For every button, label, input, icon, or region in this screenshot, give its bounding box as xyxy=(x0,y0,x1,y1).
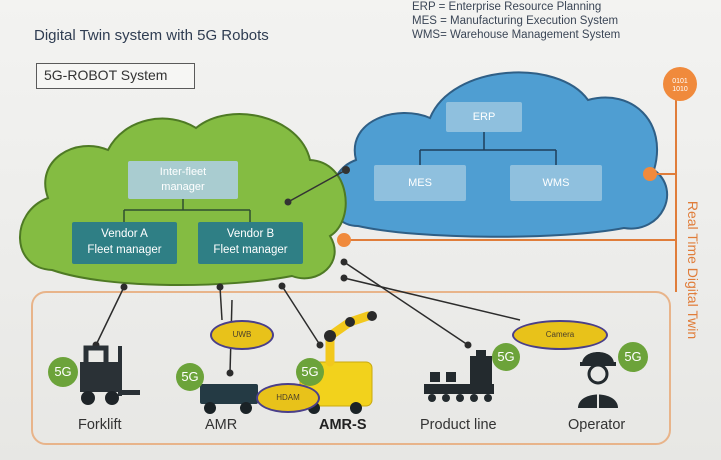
acronym-legend: ERP = Enterprise Resource Planning MES =… xyxy=(412,0,620,42)
5g-badge-product-line: 5G xyxy=(492,343,520,371)
diagram-title: Digital Twin system with 5G Robots xyxy=(34,27,269,44)
dt-dot-enterprise xyxy=(643,167,657,181)
camera-badge: Camera xyxy=(512,320,608,350)
dt-node-badge xyxy=(663,67,697,101)
5g-badge-amr-s: 5G xyxy=(296,358,324,386)
forklift-icon xyxy=(80,345,140,405)
legend-wms: WMS= Warehouse Management System xyxy=(412,29,621,41)
uwb-badge: UWB xyxy=(210,320,274,350)
inter-fleet-line2: manager xyxy=(161,181,205,193)
wms-box: WMS xyxy=(510,165,602,201)
enterprise-cloud xyxy=(329,71,669,238)
cloud-link xyxy=(287,169,347,203)
inter-fleet-line1: Inter-fleet xyxy=(159,166,207,178)
erp-box: ERP xyxy=(446,102,522,132)
system-label: 5G-ROBOT System xyxy=(44,67,168,83)
erp-label: ERP xyxy=(472,111,496,123)
operator-label: Operator xyxy=(568,417,626,433)
forklift-label: Forklift xyxy=(78,417,122,433)
system-label-box xyxy=(36,63,195,89)
devices-frame xyxy=(31,291,671,445)
5g-badge-operator: 5G xyxy=(618,342,648,372)
inter-fleet-manager: Inter-fleet manager xyxy=(128,161,238,199)
product-line-icon xyxy=(424,350,494,402)
vendor-b-fleet-manager: Vendor B Fleet manager xyxy=(198,222,303,264)
amr-icon xyxy=(200,384,258,414)
vendor-a-line1: Vendor A xyxy=(101,228,148,240)
cloud-link-dot xyxy=(284,198,292,206)
dt-node-badge-label: 0101 1010 xyxy=(672,78,688,93)
operator-icon xyxy=(578,352,618,408)
legend-erp: ERP = Enterprise Resource Planning xyxy=(412,1,602,13)
mes-label: MES xyxy=(408,177,432,189)
hdam-badge: HDAM xyxy=(256,383,320,413)
vendor-a-fleet-manager: Vendor A Fleet manager xyxy=(72,222,177,264)
amr-s-label: AMR-S xyxy=(319,417,367,433)
wms-label: WMS xyxy=(542,177,570,189)
vendor-a-line2: Fleet manager xyxy=(87,244,162,256)
dt-dot-fleet xyxy=(337,233,351,247)
amr-label: AMR xyxy=(205,417,238,433)
enterprise-tree-lines xyxy=(419,132,557,165)
legend-mes: MES = Manufacturing Execution System xyxy=(412,15,619,27)
vendor-b-line1: Vendor B xyxy=(226,228,275,240)
fleet-tree-lines xyxy=(123,199,251,222)
5g-badge-amr: 5G xyxy=(176,363,204,391)
real-time-digital-twin-label: Real Time Digital Twin xyxy=(685,200,701,340)
device-links xyxy=(95,261,521,374)
5g-badge-forklift: 5G xyxy=(48,357,78,387)
device-link-dots xyxy=(92,258,472,377)
mes-box: MES xyxy=(374,165,466,201)
cloud-link-dot xyxy=(342,166,350,174)
vendor-b-line2: Fleet manager xyxy=(213,244,288,256)
product-line-label: Product line xyxy=(420,417,497,433)
